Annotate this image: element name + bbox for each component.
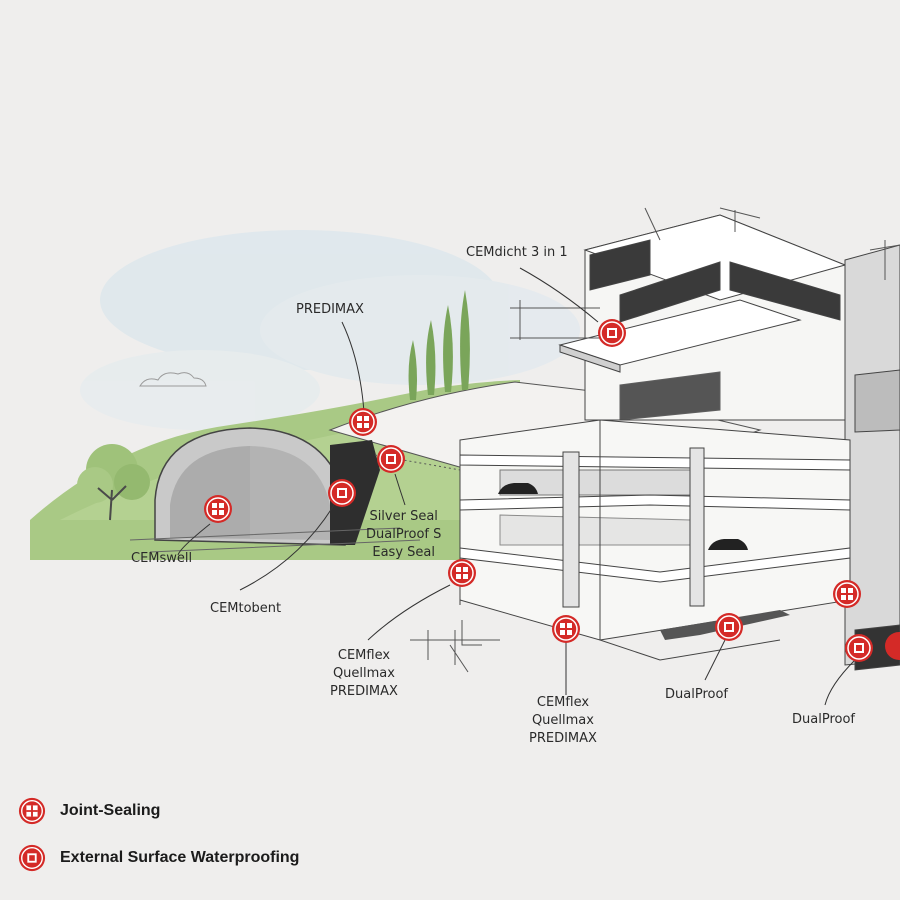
marker-joint-cemflex-left[interactable] [447, 558, 477, 588]
callout-dualproof-2: DualProof [792, 712, 855, 727]
callout-line: Silver Seal [369, 509, 438, 524]
cypress-trees [408, 290, 470, 400]
joint-sealing-icon [18, 797, 46, 825]
callout-predimax-top: PREDIMAX [296, 302, 364, 317]
car-upper [498, 483, 538, 494]
legend-label-external-waterproofing: External Surface Waterproofing [60, 849, 300, 866]
marker-joint-cemflex-mid[interactable] [551, 614, 581, 644]
callout-dualproof-1: DualProof [665, 687, 728, 702]
marker-joint-sealing-1[interactable] [597, 318, 627, 348]
legend-label-joint-sealing: Joint-Sealing [60, 802, 161, 819]
marker-joint-tower[interactable] [832, 579, 862, 609]
callout-line: CEMflex [536, 695, 590, 710]
surface-waterproofing-icon [845, 634, 873, 662]
car-lower [708, 539, 748, 550]
leafy-tree [77, 444, 150, 521]
callout-cemdicht: CEMdicht 3 in 1 [466, 245, 568, 260]
marker-surface-dualproof-2[interactable] [844, 633, 874, 663]
marker-surface-edge[interactable] [884, 631, 900, 661]
marker-surface-silver-seal[interactable] [376, 444, 406, 474]
surface-waterproofing-icon [328, 479, 356, 507]
callout-silver-seal: Silver Seal DualProof S Easy Seal [366, 508, 441, 562]
parking-garage [459, 419, 851, 661]
surface-waterproofing-icon [715, 613, 743, 641]
road-edge [129, 527, 421, 553]
marker-surface-cemtobent[interactable] [327, 478, 357, 508]
building-upper [558, 214, 847, 421]
callout-cemtobent: CEMtobent [210, 601, 282, 616]
callout-line: Quellmax [332, 666, 395, 681]
marker-joint-cemswell[interactable] [203, 494, 233, 524]
marker-joint-predimax[interactable] [348, 407, 378, 437]
surface-waterproofing-icon [885, 632, 900, 660]
cloud-outline [139, 372, 207, 387]
surface-waterproofing-icon [18, 844, 46, 872]
joint-sealing-icon [448, 559, 476, 587]
joint-sealing-icon [833, 580, 861, 608]
callout-cemswell: CEMswell [131, 551, 193, 566]
callout-cemflex-mid: CEMflex Quellmax PREDIMAX [529, 694, 597, 748]
leader-lines [177, 267, 856, 706]
callout-line: Quellmax [531, 713, 594, 728]
joint-sealing-icon [349, 408, 377, 436]
joint-sealing-icon [552, 615, 580, 643]
surface-waterproofing-icon [598, 319, 626, 347]
marker-surface-dualproof-1[interactable] [714, 612, 744, 642]
callout-line: PREDIMAX [529, 731, 597, 746]
callout-line: Easy Seal [372, 545, 435, 560]
sky-wash [80, 230, 580, 430]
callout-line: CEMflex [337, 648, 391, 663]
tower [844, 244, 900, 671]
sketch-lines [374, 207, 900, 673]
callout-line: PREDIMAX [330, 684, 398, 699]
joint-sealing-icon [204, 495, 232, 523]
surface-waterproofing-icon [377, 445, 405, 473]
callout-line: DualProof S [366, 527, 442, 542]
callout-cemflex-left: CEMflex Quellmax PREDIMAX [330, 647, 398, 701]
